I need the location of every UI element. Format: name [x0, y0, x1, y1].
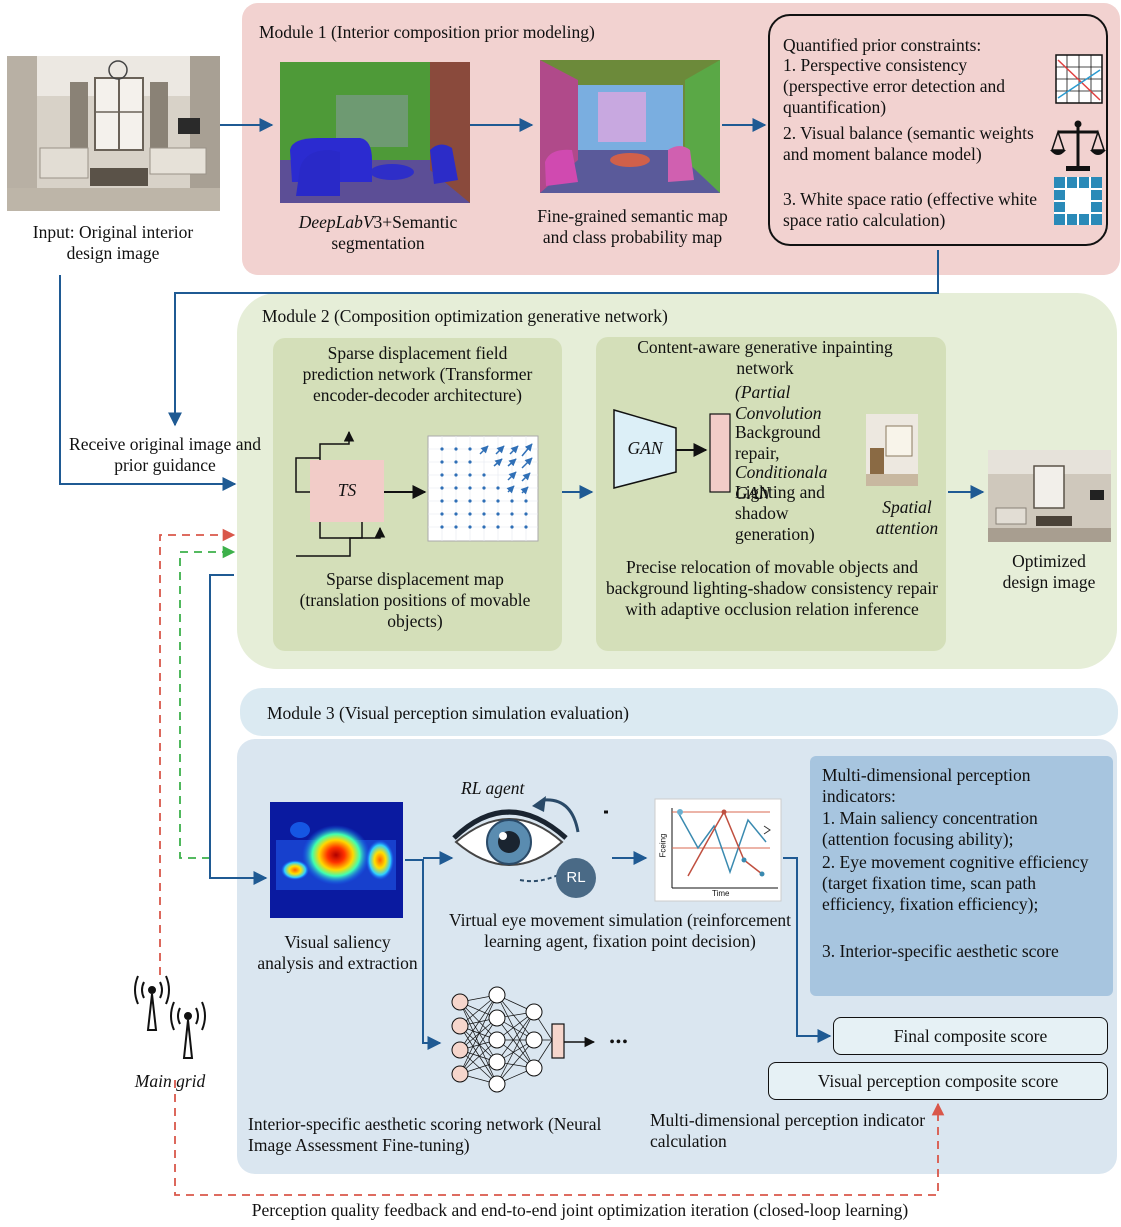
perception-indicators-box — [810, 756, 1113, 996]
module2-title: Module 2 (Composition optimization gener… — [262, 306, 668, 326]
gan-block — [613, 409, 731, 493]
background-repair-label: Background repair, — [735, 422, 821, 463]
displacement-field-plot — [427, 435, 539, 542]
eye-icon — [452, 796, 608, 898]
inpainting-network-box — [596, 337, 946, 651]
saliency-heatmap — [270, 802, 403, 918]
segmentation-label: DeepLabV3+Semantic segmentation — [263, 212, 493, 254]
constraint-item-2: 2. Visual balance (semantic weights and … — [783, 123, 1034, 164]
final-score-label: Final composite score — [893, 1026, 1048, 1046]
indicators-heading: Multi-dimensional perception indicators: — [822, 765, 1031, 806]
chart-xlabel: Time — [712, 889, 730, 898]
indicator-item-3: 3. Interior-specific aesthetic score — [822, 941, 1059, 961]
visual-score-label: Visual perception composite score — [817, 1071, 1059, 1091]
main-grid-label: Main grid — [134, 1071, 206, 1091]
eye-simulation-label: Virtual eye movement simulation (reinfor… — [448, 910, 792, 951]
fixation-chart — [654, 798, 782, 902]
indicator-item-2: 2. Eye movement cognitive efficiency (ta… — [822, 852, 1089, 914]
chart-ylabel: Fceing — [658, 833, 668, 858]
input-interior-image — [7, 56, 220, 211]
sparse-network-label: Sparse displacement field prediction net… — [302, 343, 533, 405]
constraint-item-1: 1. Perspective consistency (perspective … — [783, 55, 1006, 117]
visual-score-box — [768, 1062, 1108, 1100]
neural-network-icon — [451, 986, 596, 1093]
lighting-shadow-label: Lighting and shadow generation) — [735, 482, 825, 544]
rl-agent-label: RL agent — [461, 778, 525, 798]
saliency-label: Visual saliency analysis and extraction — [257, 932, 418, 973]
constraint-item-3: 3. White space ratio (effective white sp… — [783, 189, 1037, 230]
optimized-label: Optimized design image — [1002, 551, 1096, 592]
module3-title-panel — [240, 688, 1118, 736]
ts-transformer-block — [295, 430, 427, 557]
indicator-item-1: 1. Main saliency concentration (attentio… — [822, 808, 1038, 849]
ts-label: TS — [337, 480, 357, 500]
antenna-tower-icon — [134, 975, 206, 1059]
multi-calc-label: Multi-dimensional perception indicator c… — [650, 1110, 926, 1151]
prior-constraints-box — [768, 14, 1108, 246]
spatial-attention-label: Spatial attention — [875, 497, 939, 538]
ellipsis: • • • — [609, 1035, 628, 1050]
receive-label: Receive original image and prior guidanc… — [69, 434, 261, 475]
gan-label: GAN — [627, 438, 663, 458]
input-label: Input: Original interior design image — [32, 222, 194, 263]
perspective-grid-icon — [1055, 54, 1103, 104]
inpaint-title: Content-aware generative inpainting netw… — [637, 337, 893, 378]
balance-scale-icon — [1050, 120, 1106, 171]
module1-title: Module 1 (Interior composition prior mod… — [259, 22, 595, 42]
conditional-gan-label: Conditionala GAN — [735, 462, 828, 503]
segmentation-label-rest: 3+Semantic segmentation — [331, 212, 458, 253]
white-space-grid-icon — [1054, 177, 1102, 225]
finegrained-label: Fine-grained semantic map and class prob… — [537, 206, 728, 247]
constraints-heading: Quantified prior constraints: — [783, 35, 982, 55]
final-score-box — [833, 1017, 1108, 1055]
partial-convolution-label: (Partial Convolution — [735, 382, 822, 423]
sparse-map-label: Sparse displacement map (translation pos… — [299, 569, 531, 631]
fine-grained-semantic-map — [540, 60, 720, 193]
segmentation-label-italic: DeepLabV — [298, 212, 374, 232]
semantic-segmentation-image — [280, 62, 470, 203]
spatial-attention-image — [866, 414, 918, 486]
relocation-label: Precise relocation of movable objects an… — [606, 557, 938, 619]
module3-title: Module 3 (Visual perception simulation e… — [267, 703, 629, 723]
optimized-design-image — [988, 450, 1111, 542]
aesthetic-network-label: Interior-specific aesthetic scoring netw… — [248, 1114, 602, 1155]
feedback-label: Perception quality feedback and end-to-e… — [251, 1200, 909, 1220]
rl-badge: RL — [566, 869, 586, 886]
